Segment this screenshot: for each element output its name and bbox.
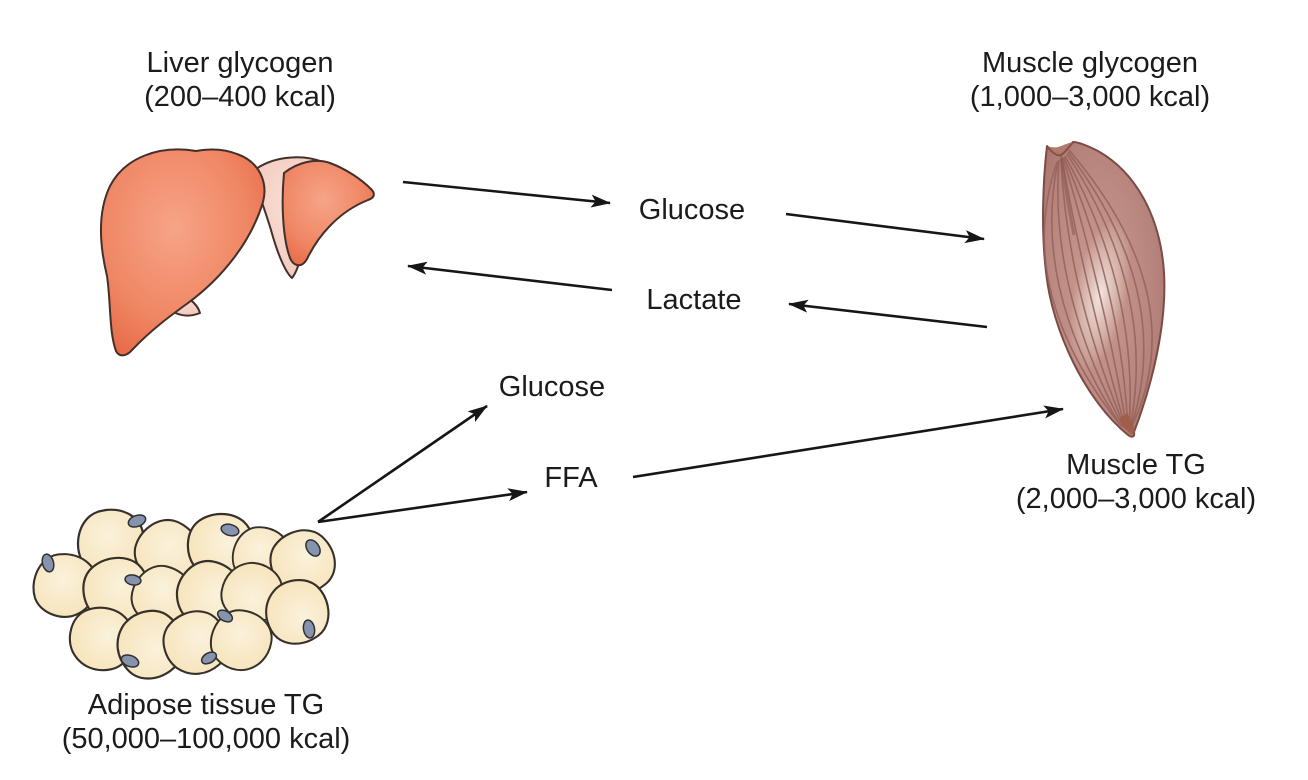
arrow-glucose-to-muscle	[785, 212, 985, 244]
liver-glycogen-name: Liver glycogen	[146, 47, 334, 79]
muscle-glycogen-label: Muscle glycogen (1,000–3,000 kcal)	[970, 46, 1210, 114]
flow-arrows	[317, 180, 1064, 524]
liver-right-lobe	[281, 159, 375, 267]
arrow-lactate-to-liver	[407, 261, 613, 292]
muscle-glycogen-kcal: (1,000–3,000 kcal)	[969, 81, 1211, 113]
muscle-center-seam	[1059, 154, 1076, 236]
liver-glycogen-label: Liver glycogen (200–400 kcal)	[144, 46, 336, 114]
ffa-label: FFA	[544, 462, 598, 494]
liver-illustration	[100, 148, 375, 357]
arrow-adipose-to-ffa	[317, 488, 528, 524]
liver-glycogen-kcal: (200–400 kcal)	[144, 81, 336, 113]
adipose-tissue-name: Adipose tissue TG	[87, 689, 325, 721]
arrow-ffa-to-muscle	[632, 405, 1064, 479]
adipose-tissue-label: Adipose tissue TG (50,000–100,000 kcal)	[62, 688, 351, 756]
muscle-tg-kcal: (2,000–3,000 kcal)	[1015, 483, 1257, 515]
lactate-label: Lactate	[646, 284, 742, 316]
muscle-tg-label: Muscle TG (2,000–3,000 kcal)	[1016, 448, 1256, 516]
arrow-adipose-to-glucose	[317, 404, 488, 524]
muscle-top-tendon	[1047, 142, 1073, 156]
arrow-liver-to-glucose	[402, 180, 611, 208]
muscle-illustration	[1042, 141, 1166, 438]
muscle-tg-name: Muscle TG	[1066, 449, 1206, 481]
glucose-from-adipose-label: Glucose	[498, 371, 606, 403]
arrow-muscle-to-lactate	[788, 299, 988, 329]
adipose-tissue-kcal: (50,000–100,000 kcal)	[61, 723, 351, 755]
glucose-liver-muscle-label: Glucose	[638, 194, 746, 226]
liver-left-lobe	[100, 148, 266, 357]
adipose-illustration	[27, 506, 347, 691]
adipose-cell-nuclei	[41, 514, 321, 668]
muscle-glycogen-name: Muscle glycogen	[982, 47, 1198, 79]
muscle-bottom-tendon	[1119, 413, 1135, 435]
muscle-fibers	[1043, 149, 1153, 430]
